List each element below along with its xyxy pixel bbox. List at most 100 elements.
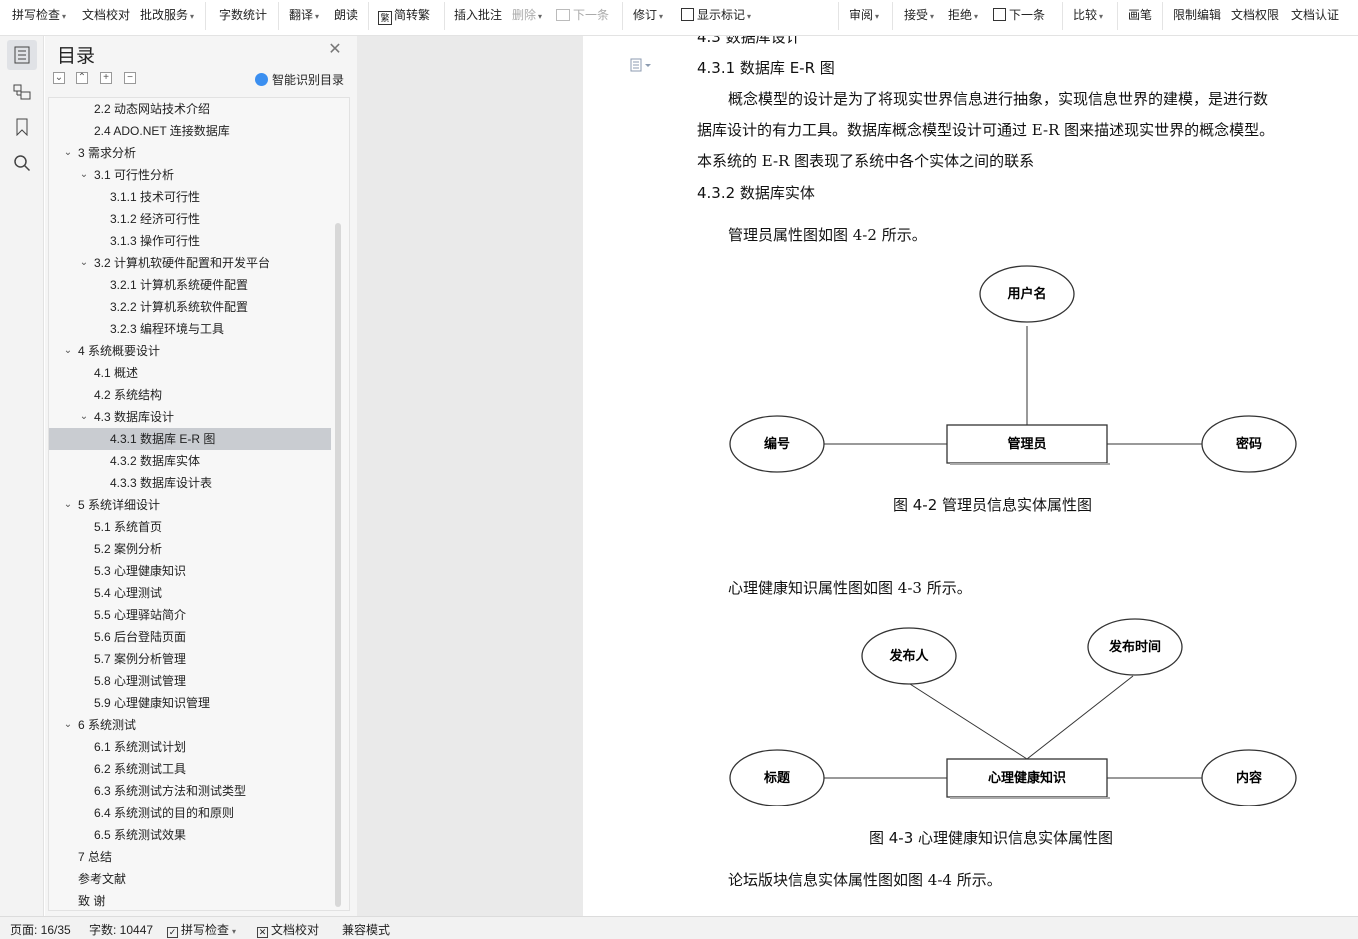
toc-item[interactable]: 6.4 系统测试的目的和原则 [49,802,331,824]
paragraph-line: 据库设计的有力工具。数据库概念模型设计可通过 E-R 图来描述现实世界的概念模型… [697,121,1275,139]
toc-item[interactable]: 2.4 ADO.NET 连接数据库 [49,120,331,142]
toc-item[interactable]: 5.6 后台登陆页面 [49,626,331,648]
toc-item[interactable]: ⌄4 系统概要设计 [49,340,331,362]
search-button[interactable] [7,148,37,178]
toc-item-label: 4.2 系统结构 [94,388,163,402]
chapter-nav-button[interactable] [7,76,37,106]
bookmark-button[interactable] [7,112,37,142]
toc-item[interactable]: ⌄3.1 可行性分析 [49,164,331,186]
insert-comment-button[interactable]: 插入批注 [454,8,503,22]
toc-item[interactable]: 3.1.1 技术可行性 [49,186,331,208]
next-comment-button[interactable]: 下一条 [556,0,609,30]
toc-item[interactable]: 6.5 系统测试效果 [49,824,331,846]
toc-item-label: 6.3 系统测试方法和测试类型 [94,784,247,798]
nav-rail [0,36,44,916]
toc-item[interactable]: ⌄3 需求分析 [49,142,331,164]
toc-item[interactable]: 4.3.3 数据库设计表 [49,472,331,494]
toc-scrollbar[interactable] [335,223,341,907]
chevron-down-icon[interactable]: ⌄ [79,169,89,180]
toc-item[interactable]: 4.3.2 数据库实体 [49,450,331,472]
toc-item[interactable]: 2.2 动态网站技术介绍 [49,98,331,120]
dropdown-caret-icon: ▾ [315,12,320,21]
toc-item[interactable]: 4.3.1 数据库 E-R 图 [49,428,331,450]
show-marks-button[interactable]: 显示标记▾ [681,0,751,30]
toc-item[interactable]: ⌄4.3 数据库设计 [49,406,331,428]
toc-item[interactable]: 参考文献 [49,868,331,890]
attr-username: 用户名 [1006,286,1046,302]
spell-check-label: 拼写检查 [12,8,61,22]
translate-button[interactable]: 翻译▾ [289,0,319,30]
batch-service-button[interactable]: 批改服务▾ [140,0,194,30]
toc-item[interactable]: 4.1 概述 [49,362,331,384]
toc-item[interactable]: 5.3 心理健康知识 [49,560,331,582]
add-heading-icon[interactable]: + [100,72,112,84]
doc-permission-button[interactable]: 文档权限 [1231,8,1280,22]
toc-item[interactable]: 5.5 心理驿站简介 [49,604,331,626]
doc-proof-button[interactable]: 文档校对 [82,8,131,22]
toc-item[interactable]: 5.9 心理健康知识管理 [49,692,331,714]
read-aloud-button[interactable]: 朗读 [334,8,359,22]
toc-item[interactable]: ⌄3.2 计算机软硬件配置和开发平台 [49,252,331,274]
chevron-down-icon[interactable]: ⌄ [63,499,73,510]
toc-item[interactable]: 6.3 系统测试方法和测试类型 [49,780,331,802]
reject-button[interactable]: 拒绝▾ [948,0,978,30]
toc-item-label: 3.2.1 计算机系统硬件配置 [110,278,249,292]
chevron-down-icon[interactable]: ⌄ [79,257,89,268]
revise-button[interactable]: 修订▾ [633,0,663,30]
spell-check-button[interactable]: 拼写检查▾ [12,0,66,30]
remove-heading-icon[interactable]: − [124,72,136,84]
word-count-indicator[interactable]: 字数: 10447 [89,923,154,937]
smart-identify-toc-button[interactable]: 智能识别目录 [255,71,344,88]
delete-comment-button[interactable]: 删除▾ [512,0,542,30]
chevron-down-icon[interactable]: ⌄ [63,345,73,356]
toc-item[interactable]: 5.1 系统首页 [49,516,331,538]
simp-to-trad-button[interactable]: 繁简转繁 [378,0,430,30]
toc-item-label: 3.2.3 编程环境与工具 [110,322,225,336]
paragraph-layout-icon[interactable] [630,58,652,72]
pen-button[interactable]: 画笔 [1128,8,1153,22]
toc-item[interactable]: 3.2.3 编程环境与工具 [49,318,331,340]
toc-item[interactable]: 3.2.1 计算机系统硬件配置 [49,274,331,296]
accept-button[interactable]: 接受▾ [904,0,934,30]
toc-item[interactable]: 4.2 系统结构 [49,384,331,406]
next-change-button[interactable]: 下一条 [993,0,1045,30]
review-button[interactable]: 审阅▾ [849,0,879,30]
toc-item-label: 2.4 ADO.NET 连接数据库 [94,124,230,138]
toc-panel-button[interactable] [7,40,37,70]
attribute-ellipse [1201,415,1297,473]
figure-caption-4-3: 图 4-3 心理健康知识信息实体属性图 [869,829,1114,847]
toc-item[interactable]: ⌄6 系统测试 [49,714,331,736]
figure-intro-4-2: 管理员属性图如图 4-2 所示。 [728,226,927,244]
toc-item-label: 3.1.2 经济可行性 [110,212,201,226]
attr-title: 标题 [763,770,791,786]
toc-item[interactable]: 致 谢 [49,890,331,910]
toc-item[interactable]: 5.8 心理测试管理 [49,670,331,692]
chevron-down-icon[interactable]: ⌄ [63,147,73,158]
toc-item[interactable]: 5.2 案例分析 [49,538,331,560]
toc-item[interactable]: 5.4 心理测试 [49,582,331,604]
connector-line [909,683,1028,760]
toc-item[interactable]: 5.7 案例分析管理 [49,648,331,670]
toc-item[interactable]: 3.1.3 操作可行性 [49,230,331,252]
doc-certify-button[interactable]: 文档认证 [1291,8,1340,22]
compare-button[interactable]: 比较▾ [1073,0,1103,30]
toc-item[interactable]: 7 总结 [49,846,331,868]
expand-up-icon[interactable]: ⌃ [76,72,88,84]
page-indicator[interactable]: 页面: 16/35 [10,923,71,937]
word-count-button[interactable]: 字数统计 [219,8,268,22]
close-icon[interactable]: ✕ [328,41,342,58]
compare-label: 比较 [1073,8,1098,22]
next-comment-label: 下一条 [573,8,610,22]
chevron-down-icon[interactable]: ⌄ [63,719,73,730]
toc-item[interactable]: 3.2.2 计算机系统软件配置 [49,296,331,318]
chevron-down-icon[interactable]: ⌄ [79,411,89,422]
toc-item[interactable]: 3.1.2 经济可行性 [49,208,331,230]
toc-item[interactable]: 6.2 系统测试工具 [49,758,331,780]
toc-item[interactable]: 6.1 系统测试计划 [49,736,331,758]
restrict-edit-button[interactable]: 限制编辑 [1173,8,1222,22]
entity-box-shadow [950,463,1110,465]
collapse-all-icon[interactable]: ⌄ [53,72,65,84]
status-spell-check-button[interactable]: ✓拼写检查▾ [167,921,236,938]
status-doc-proof-button[interactable]: ✕文档校对 [257,921,319,938]
toc-item[interactable]: ⌄5 系统详细设计 [49,494,331,516]
